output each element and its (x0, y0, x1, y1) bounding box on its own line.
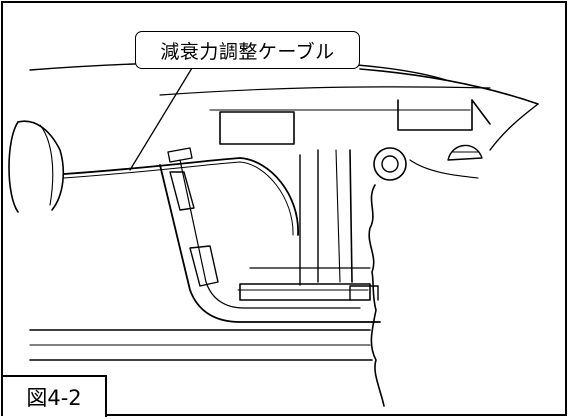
callout-cable-label: 減衰力調整ケーブル (135, 31, 360, 69)
figure-number-label: 図4-2 (3, 375, 107, 417)
